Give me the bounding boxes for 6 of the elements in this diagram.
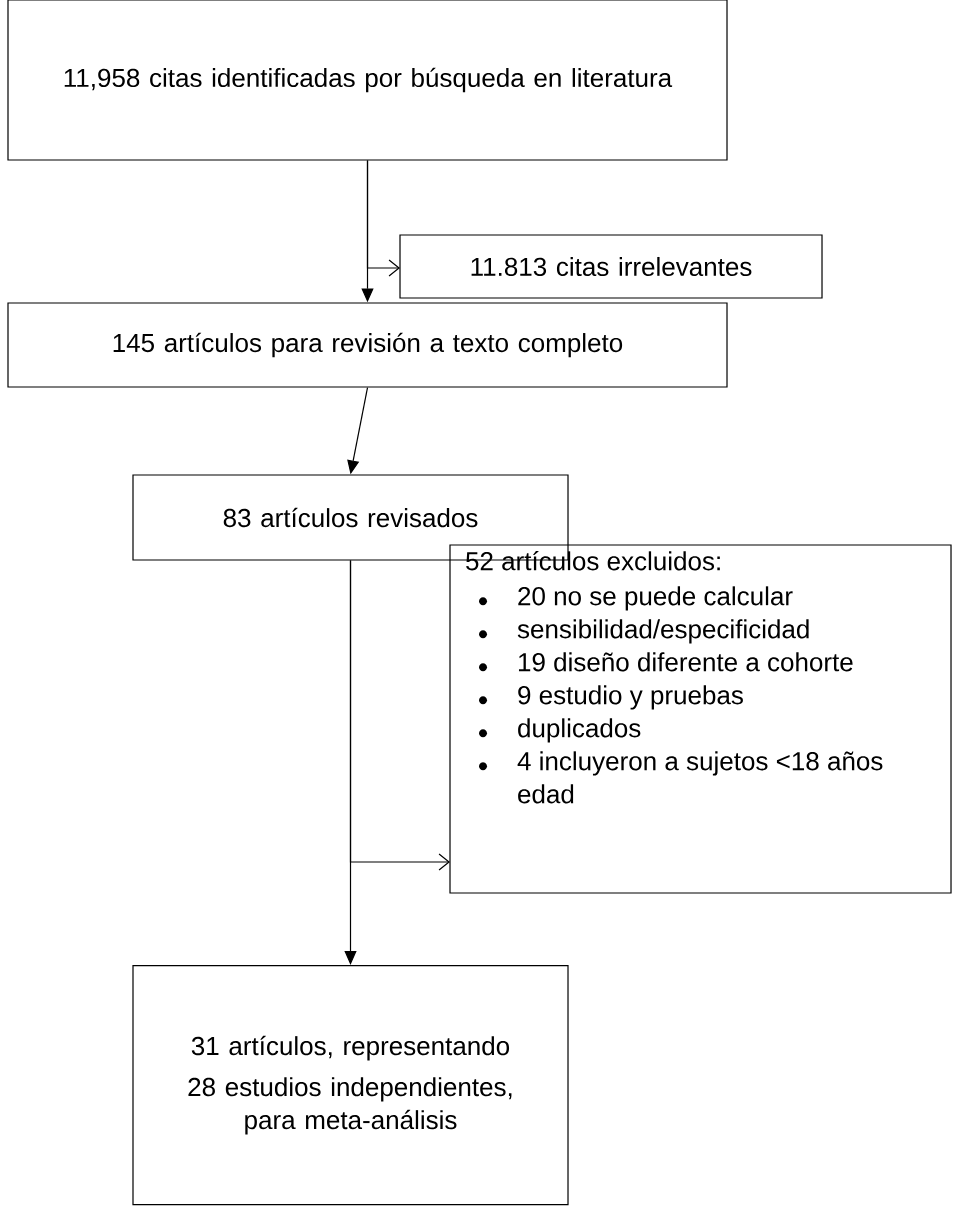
process-box: 52 artículos excluidos: 20 no se puede calcular sensibilidad/especificidad 19 diseño diferente a cohorte 9 estudio y pruebas duplicados 4 incluyeron a sujetos <18 años edad bbox=[449, 544, 952, 894]
process-box: 11.813 citas irrelevantes bbox=[399, 234, 823, 299]
process-box: 145 artículos para revisión a texto completo bbox=[7, 302, 728, 388]
arrow bbox=[344, 560, 357, 965]
process-box: 31 artículos, representando 28 estudios independientes, para meta-análisis bbox=[132, 965, 569, 1206]
process-box: 11,958 citas identificadas por búsqueda en literatura bbox=[7, 0, 728, 161]
